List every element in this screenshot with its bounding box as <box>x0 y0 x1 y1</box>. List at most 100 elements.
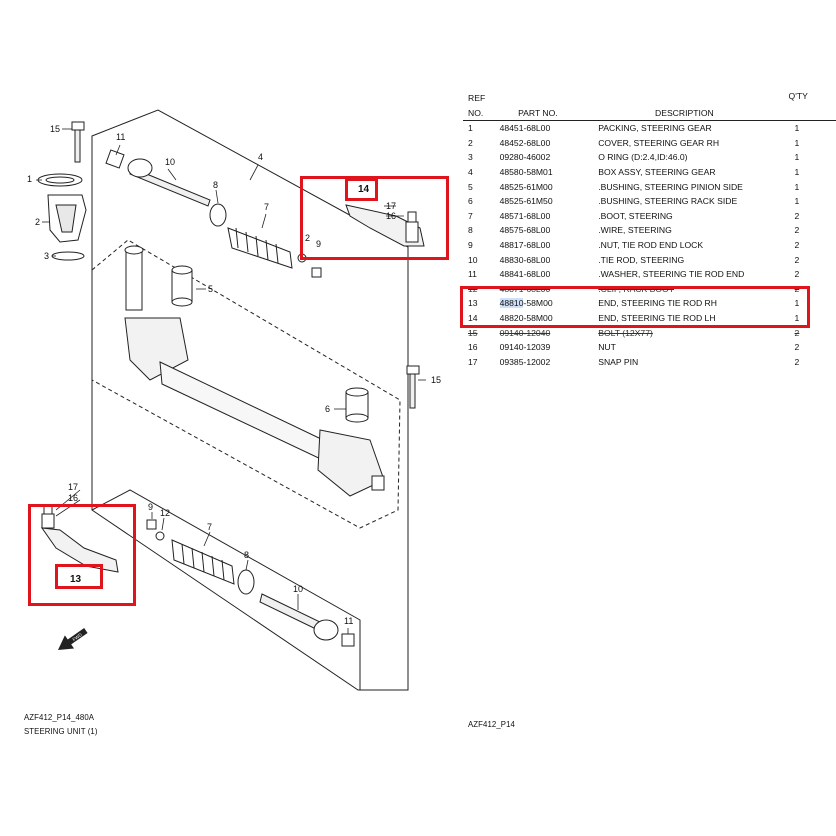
part-tie-rod-10-upper <box>105 149 211 207</box>
cell-qty: 1 <box>794 152 800 163</box>
section-title: STEERING UNIT (1) <box>24 726 98 736</box>
table-body: 1 48451-68L00 PACKING, STEERING GEAR 1 2 4845… <box>463 121 836 370</box>
callout-14-boxed: 14 <box>358 184 370 195</box>
cell-qty: 2 <box>794 210 800 221</box>
lower-panel-outline <box>91 489 361 690</box>
cell-description: .BUSHING, STEERING PINION SIDE <box>598 181 743 192</box>
part-suffix: -58M00 <box>523 298 553 309</box>
cell-ref-no: 7 <box>468 210 473 221</box>
cell-ref-no: 16 <box>468 342 478 353</box>
highlight-box-13-label <box>55 564 103 589</box>
cell-part-no: 48830-68L00 <box>499 254 551 265</box>
callout-17-top: 17 <box>386 201 396 211</box>
table-header-row: REF NO. PART NO. DESCRIPTION Q'TY <box>463 91 836 122</box>
callout-16-top: 16 <box>386 211 396 221</box>
callout-6: 6 <box>325 404 330 414</box>
callout-10-top: 10 <box>165 157 175 167</box>
cell-ref-no: 9 <box>468 239 473 250</box>
cell-qty: 2 <box>794 225 800 236</box>
callout-10-bottom: 10 <box>293 584 303 594</box>
cell-qty: 1 <box>794 166 800 177</box>
part-boot-7-lower <box>171 539 235 585</box>
callout-8-top: 8 <box>213 180 218 190</box>
cell-description: PACKING, STEERING GEAR <box>598 123 712 134</box>
callout-4: 4 <box>258 152 263 162</box>
highlight-box-tie-rod-end-14 <box>300 176 449 260</box>
header-description: DESCRIPTION <box>598 91 771 122</box>
part-wire-8-upper <box>209 203 227 227</box>
callout-9-top: 9 <box>316 239 321 249</box>
cell-qty: 1 <box>794 196 800 207</box>
callout-7-top: 7 <box>264 202 269 212</box>
cell-ref-no: 14 <box>468 312 478 323</box>
cell-part-no: 48817-68L00 <box>499 239 551 250</box>
cell-ref-no: 6 <box>468 196 473 207</box>
part-tie-rod-end-14 <box>345 204 425 247</box>
highlight-box-rows-13-14 <box>460 286 810 328</box>
cell-part-no: 09140-12040 <box>499 327 551 338</box>
header-ref-no: REF NO. <box>463 91 500 122</box>
cell-ref-no: 10 <box>468 254 478 265</box>
cell-part-no: 48452-68L00 <box>499 137 551 148</box>
callout-12: 12 <box>160 508 170 518</box>
cell-ref-no: 8 <box>468 225 473 236</box>
callout-1: 1 <box>27 174 32 184</box>
cell-description: .BOOT, STEERING <box>598 210 673 221</box>
cell-qty: 1 <box>794 312 800 323</box>
callout-16-bottom: 16 <box>68 493 78 503</box>
cell-part-no: 48451-68L00 <box>499 123 551 134</box>
cell-part-no: 48525-61M00 <box>499 181 553 192</box>
part-bushing-5 <box>171 265 193 307</box>
part-boot-7-upper <box>227 227 293 269</box>
cell-qty: 2 <box>794 269 800 280</box>
cell-qty: 2 <box>794 239 800 250</box>
cell-qty: 1 <box>794 137 800 148</box>
parts-table: REF NO. PART NO. DESCRIPTION Q'TY 1 48451… <box>463 91 836 369</box>
callout-7-bottom: 7 <box>207 522 212 532</box>
cell-qty: 2 <box>794 356 800 367</box>
diagram-ref-code: AZF412_P14_480A <box>24 712 95 722</box>
cell-part-no: 09385-12002 <box>499 356 551 367</box>
cell-ref-no: 11 <box>468 269 477 280</box>
cell-description: O RING (D:2.4,ID:46.0) <box>598 152 688 163</box>
cell-part-no: 48810-58M00 <box>499 296 599 311</box>
highlight-box-14-label <box>345 178 378 201</box>
callout-17-bottom: 17 <box>68 482 78 492</box>
callout-15-top: 15 <box>50 124 60 134</box>
cell-description: BOX ASSY, STEERING GEAR <box>598 166 716 177</box>
selected-text[interactable]: 48810 <box>499 298 524 309</box>
part-box-assy-4 <box>124 245 385 497</box>
page-code: AZF412_P14 <box>468 719 516 729</box>
callout-13-boxed: 13 <box>70 574 82 585</box>
cell-qty: 1 <box>794 123 800 134</box>
cell-ref-no: 3 <box>468 152 473 163</box>
part-packing-1 <box>37 173 83 187</box>
cell-qty: 2 <box>794 254 800 265</box>
cell-part-no: 48525-61M50 <box>499 196 553 207</box>
cell-description: NUT <box>598 342 616 353</box>
svg-text:FWD: FWD <box>72 632 84 642</box>
callout-5: 5 <box>208 284 213 294</box>
cell-description: COVER, STEERING GEAR RH <box>598 137 720 148</box>
cell-ref-no: 15 <box>468 327 478 338</box>
part-bolt-15 <box>71 121 85 163</box>
part-bushing-6 <box>345 387 369 423</box>
callout-3: 3 <box>44 251 49 261</box>
cell-ref-no: 13 <box>468 298 478 309</box>
cell-description: .WIRE, STEERING <box>598 225 672 236</box>
cell-ref-no: 17 <box>468 356 478 367</box>
callout-15-right: 15 <box>431 375 441 385</box>
cell-description: END, STEERING TIE ROD RH <box>598 298 717 309</box>
